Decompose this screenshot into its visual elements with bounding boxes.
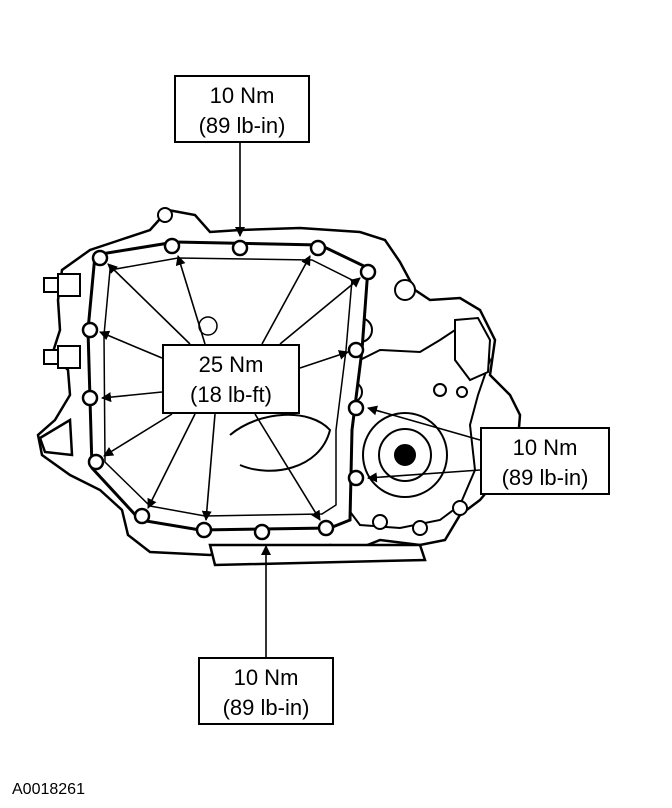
torque-callout-right: 10 Nm (89 lb-in) <box>480 427 610 495</box>
torque-callout-top: 10 Nm (89 lb-in) <box>174 75 310 143</box>
torque-callout-bottom: 10 Nm (89 lb-in) <box>198 657 334 725</box>
torque-metric-value: 10 Nm <box>233 665 299 690</box>
pan-bolts <box>81 237 377 541</box>
valve-body-cover <box>341 279 492 536</box>
figure-code: A0018261 <box>12 781 85 798</box>
side-fittings <box>43 207 173 369</box>
torque-metric-value: 10 Nm <box>512 435 578 460</box>
torque-imperial-value: (18 lb-ft) <box>190 382 272 407</box>
torque-imperial-value: (89 lb-in) <box>198 113 286 138</box>
torque-metric-value: 25 Nm <box>198 352 264 377</box>
leader-arrows <box>99 143 481 657</box>
torque-metric-value: 10 Nm <box>209 83 275 108</box>
torque-imperial-value: (89 lb-in) <box>222 695 310 720</box>
torque-imperial-value: (89 lb-in) <box>501 465 589 490</box>
torque-callout-center: 25 Nm (18 lb-ft) <box>162 344 300 414</box>
